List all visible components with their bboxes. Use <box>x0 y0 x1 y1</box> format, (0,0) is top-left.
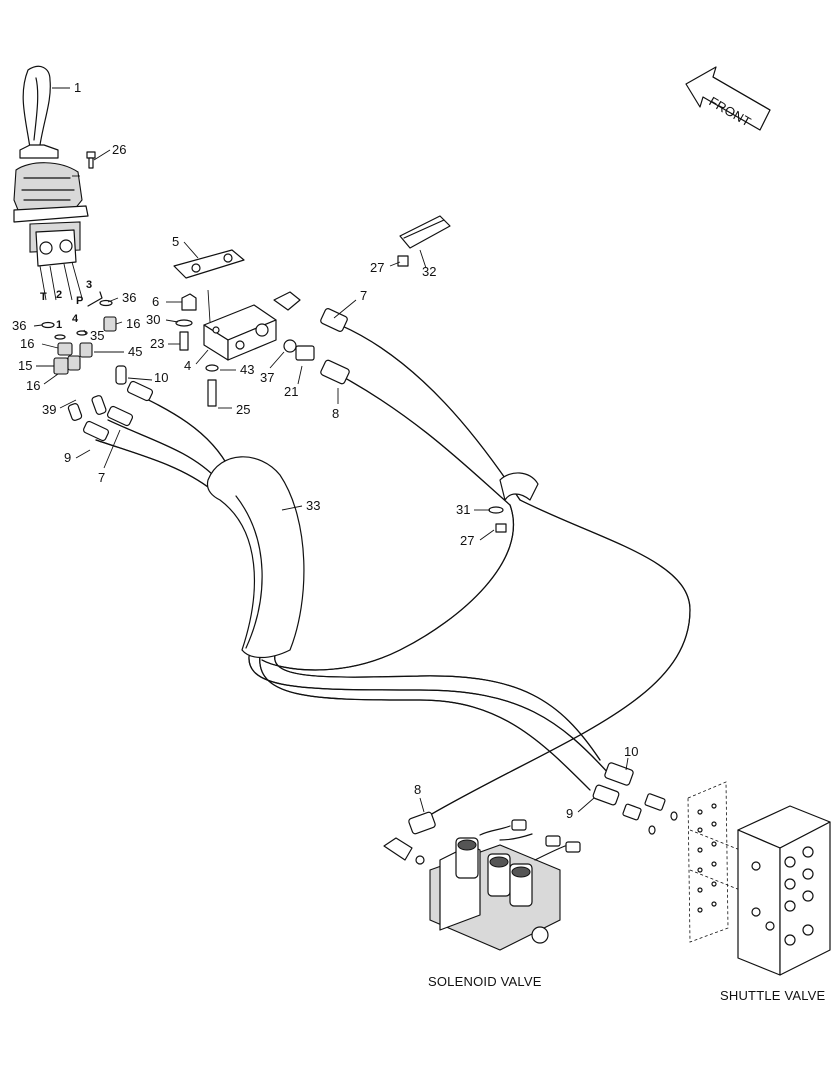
callout-31: 31 <box>456 502 470 517</box>
callout-27: 27 <box>370 260 384 275</box>
block-hose-fittings <box>320 308 350 385</box>
callout-43: 43 <box>240 362 254 377</box>
callout-39: 39 <box>42 402 56 417</box>
callout-21: 21 <box>284 384 298 399</box>
callout-7: 7 <box>98 470 105 485</box>
callout-6: 6 <box>152 294 159 309</box>
lower-hose-fittings <box>408 762 678 835</box>
callout-32: 32 <box>422 264 436 279</box>
callout-25: 25 <box>236 402 250 417</box>
hose-bundle-lower <box>248 649 611 791</box>
callout-16: 16 <box>26 378 40 393</box>
shuttle-body-ports <box>751 846 814 946</box>
control-block <box>173 249 315 407</box>
callout-16: 16 <box>126 316 140 331</box>
hose-routing <box>95 324 691 816</box>
callout-37: 37 <box>260 370 274 385</box>
callout-5: 5 <box>172 234 179 249</box>
callout-26: 26 <box>112 142 126 157</box>
callout-27: 27 <box>460 533 474 548</box>
callout-9: 9 <box>64 450 71 465</box>
callout-45: 45 <box>128 344 142 359</box>
callout-36: 36 <box>122 290 136 305</box>
clamp-31 <box>488 472 539 533</box>
callout-35: 35 <box>90 328 104 343</box>
shuttle-plate-holes <box>697 803 717 913</box>
callout-15: 15 <box>18 358 32 373</box>
port-label-4: 4 <box>72 313 79 325</box>
protective-sleeve-33 <box>206 456 305 659</box>
solenoid-valve <box>383 819 581 951</box>
callout-1: 1 <box>74 80 81 95</box>
port-label-t: T <box>40 291 47 303</box>
callout-9: 9 <box>566 806 573 821</box>
callout-10: 10 <box>624 744 638 759</box>
shuttle-valve-caption: SHUTTLE VALVE <box>720 988 826 1003</box>
callout-4: 4 <box>184 358 191 373</box>
callout-8: 8 <box>414 782 421 797</box>
callout-23: 23 <box>150 336 164 351</box>
callout-16: 16 <box>20 336 34 351</box>
port-label-3: 3 <box>86 279 92 291</box>
port-label-2: 2 <box>56 289 62 301</box>
port-label-p: P <box>76 295 83 307</box>
bolt-26 <box>86 151 96 169</box>
hose-8 <box>261 377 515 671</box>
callout-7: 7 <box>360 288 367 303</box>
joystick-fittings <box>41 291 154 442</box>
callout-numbers: 1 26 5 27 32 36 6 7 36 30 16 35 16 23 45… <box>12 80 638 821</box>
callout-30: 30 <box>146 312 160 327</box>
front-arrow: FRONT <box>685 66 771 131</box>
joystick-assembly <box>13 65 89 301</box>
callout-33: 33 <box>306 498 320 513</box>
joystick-port-labels: T 2 P 3 1 4 <box>40 279 92 331</box>
callout-8: 8 <box>332 406 339 421</box>
callout-leaders <box>33 87 629 813</box>
hose-7 <box>339 324 691 816</box>
solenoid-valve-caption: SOLENOID VALVE <box>428 974 542 989</box>
clip-32 <box>397 215 451 267</box>
shuttle-valve <box>687 781 831 976</box>
port-label-1: 1 <box>56 319 62 331</box>
callout-36: 36 <box>12 318 26 333</box>
callout-10: 10 <box>154 370 168 385</box>
